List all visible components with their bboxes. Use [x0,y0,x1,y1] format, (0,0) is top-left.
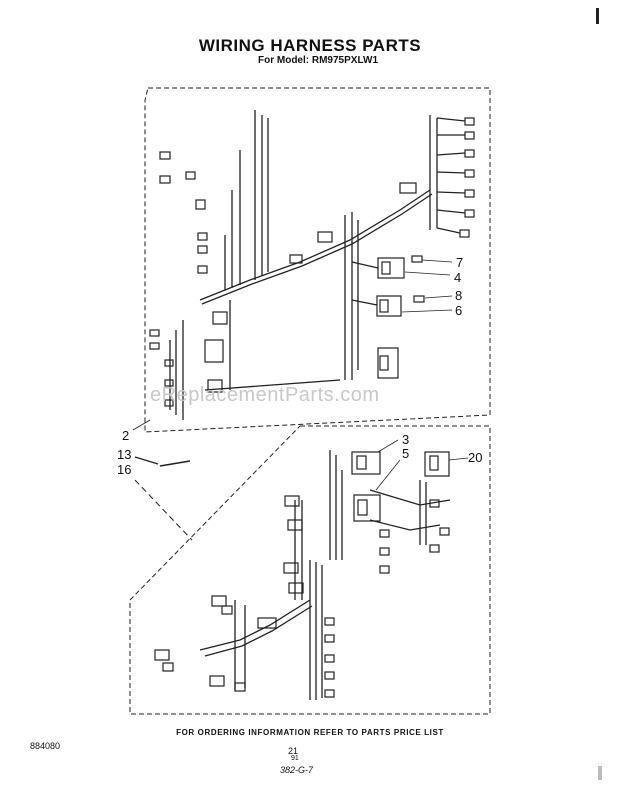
upper-right-connectors [436,117,475,238]
upper-callout-leaders [132,259,453,431]
page-title: WIRING HARNESS PARTS [198,36,422,55]
upper-switch-components [351,255,425,379]
upper-assembly-frame [144,87,491,433]
lower-connectors [154,495,450,698]
upper-harness [169,110,438,420]
callout-6: 6 [455,303,463,318]
corner-registration-mark [596,8,599,24]
document-number: 884080 [30,741,61,751]
page-sub-number: 91 [291,755,299,762]
page-reference: 382-G-7 [280,765,314,775]
assembly-leader-line [134,479,193,541]
callout-8: 8 [455,288,463,303]
callout-20: 20 [468,450,483,465]
callout-5: 5 [402,446,410,461]
callout-16: 16 [117,462,132,477]
callout-3: 3 [402,432,410,447]
callout-13: 13 [117,447,132,462]
loose-wire-part [134,456,191,467]
watermark: eReplacementParts.com [150,384,380,406]
upper-left-connectors [149,151,417,407]
lower-callout-leaders [375,439,469,491]
model-subtitle: For Model: RM975PXLW1 [258,55,379,66]
lower-assembly-frame [129,425,491,715]
callout-7: 7 [456,255,464,270]
lower-switch-components [351,451,450,522]
ordering-information-note: FOR ORDERING INFORMATION REFER TO PARTS … [176,728,444,737]
callout-2: 2 [122,428,130,443]
callout-4: 4 [454,270,462,285]
edge-mark [598,766,602,780]
page-number: 21 [288,746,299,756]
